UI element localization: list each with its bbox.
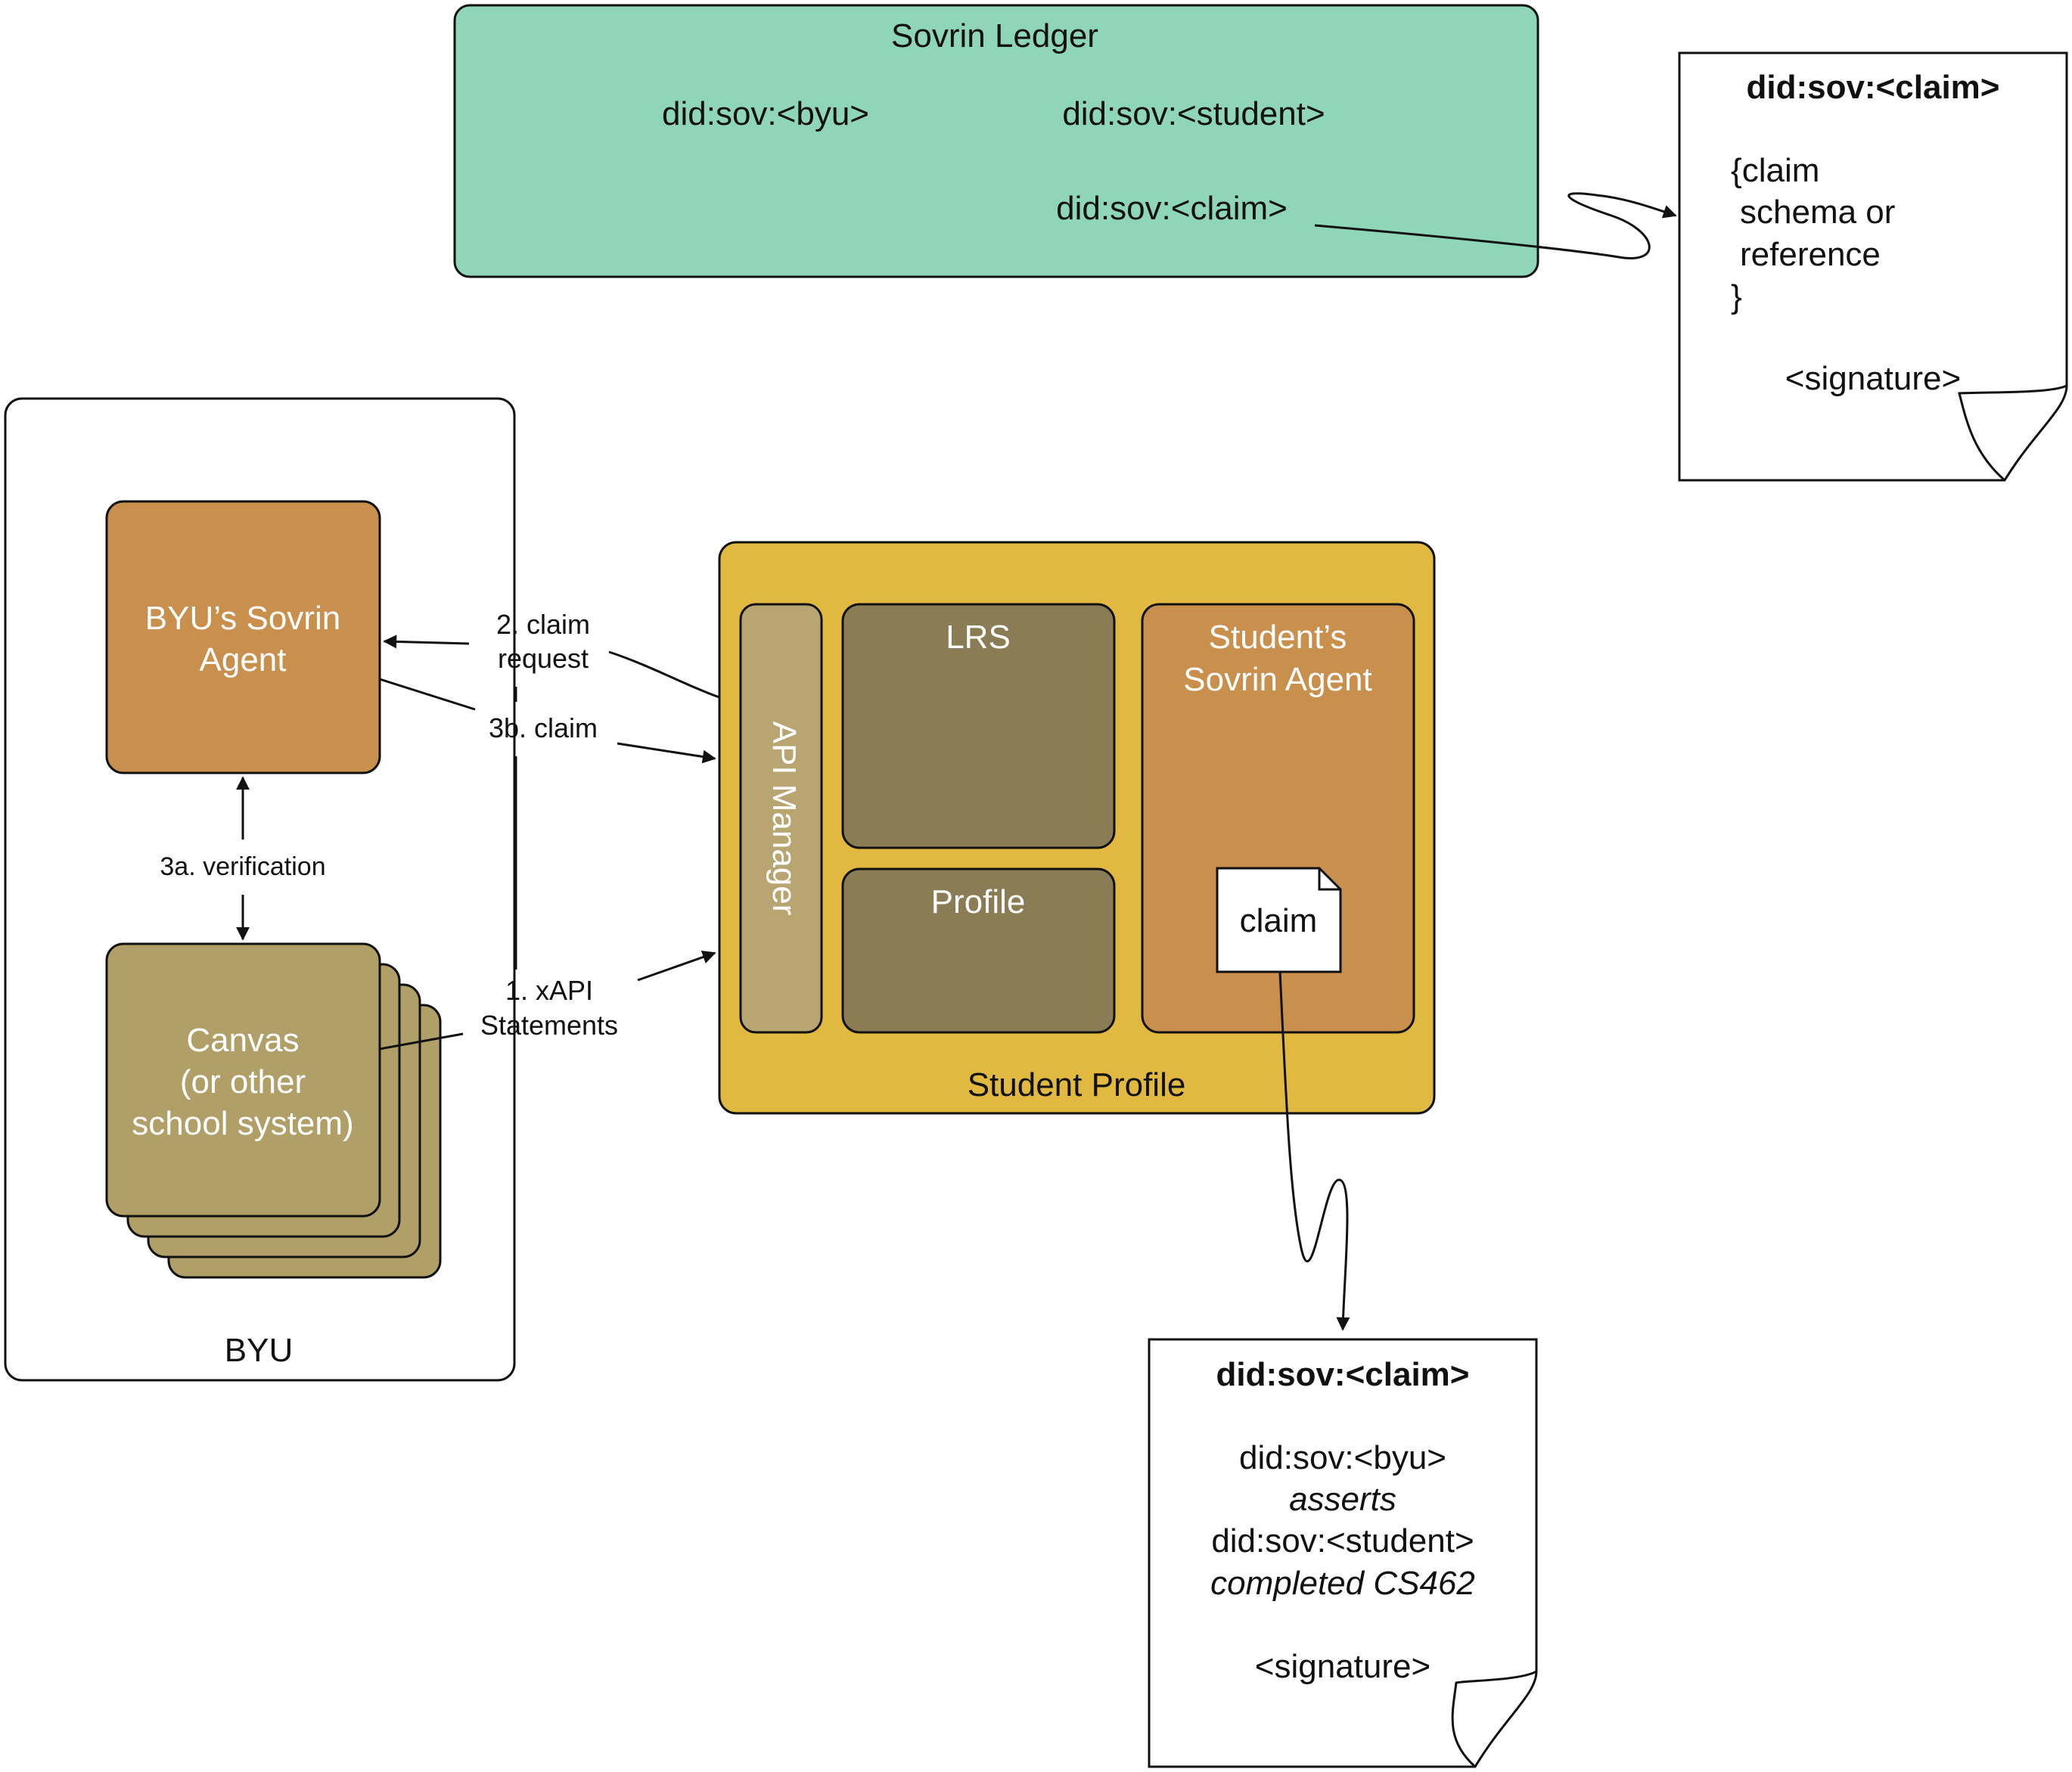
doc-bottom-line4: completed CS462 <box>1210 1565 1475 1602</box>
doc-top-title: did:sov:<claim> <box>1746 69 1999 106</box>
ledger-did-student: did:sov:<student> <box>1062 95 1325 132</box>
claim-document-bottom-fold <box>1451 1670 1537 1768</box>
ledger-to-doc-connector <box>1314 192 1677 259</box>
profile-box <box>841 867 1116 1034</box>
byu-agent-label-line1: BYU’s Sovrin <box>145 600 340 637</box>
sovrin-ledger: Sovrin Ledger did:sov:<byu> did:sov:<stu… <box>453 4 1539 278</box>
canvas-label-line3: school system) <box>132 1105 353 1142</box>
claim-document-bottom: did:sov:<claim> did:sov:<byu> asserts di… <box>1148 1338 1538 1768</box>
doc-top-line3: reference <box>1740 236 1881 273</box>
xapi-line-start <box>379 1032 464 1050</box>
claim-request-label-line1: 2. claim <box>496 609 590 640</box>
xapi-label-line2: Statements <box>480 1010 618 1041</box>
doc-top-line1: {claim <box>1731 152 1819 189</box>
claim-3b-line-start <box>379 678 476 711</box>
xapi-label-line1: 1. xAPI <box>505 975 593 1006</box>
sovrin-ledger-title: Sovrin Ledger <box>891 17 1098 54</box>
doc-top-line2: schema or <box>1740 194 1895 231</box>
ledger-did-byu: did:sov:<byu> <box>662 95 869 132</box>
student-sovrin-agent-box <box>1141 603 1415 1034</box>
doc-top-line4: } <box>1731 278 1742 315</box>
lrs-box <box>841 603 1116 849</box>
profile-label: Profile <box>931 883 1026 920</box>
student-profile: Student Profile API Manager LRS Profile … <box>718 541 1436 1115</box>
claim-request-arrow <box>608 650 720 699</box>
claim-small-document-fold <box>1318 868 1340 891</box>
canvas-box <box>105 942 381 1218</box>
verification-label: 3a. verification <box>160 852 325 881</box>
student-agent-label-line2: Sovrin Agent <box>1183 661 1372 698</box>
student-profile-label: Student Profile <box>968 1066 1186 1103</box>
doc-bottom-line3: did:sov:<student> <box>1211 1522 1474 1559</box>
sovrin-ledger-box <box>453 4 1539 278</box>
doc-bottom-signature: <signature> <box>1255 1648 1431 1685</box>
claim-request-arrow-head <box>383 635 470 649</box>
doc-bottom-line1: did:sov:<byu> <box>1239 1439 1446 1476</box>
doc-bottom-title: did:sov:<claim> <box>1216 1356 1469 1393</box>
xapi-arrow <box>637 950 716 982</box>
claim-request-label-line2: request <box>498 643 589 674</box>
canvas-label-line1: Canvas <box>186 1022 299 1059</box>
byu-agent-label-line2: Agent <box>200 641 287 678</box>
student-agent-label-line1: Student’s <box>1209 619 1347 656</box>
api-manager-box <box>739 603 823 1034</box>
doc-bottom-line2: asserts <box>1289 1481 1396 1518</box>
canvas-label-line2: (or other <box>180 1063 306 1100</box>
doc-top-signature: <signature> <box>1785 360 1961 397</box>
claim-small-document-shape <box>1216 867 1342 973</box>
lrs-label: LRS <box>946 619 1011 656</box>
ledger-did-claim: did:sov:<claim> <box>1056 190 1288 227</box>
claim-document-top-fold <box>1958 384 2067 482</box>
byu-container: BYU BYU’s Sovrin Agent Canvas (or other … <box>4 397 516 1382</box>
claim-3b-label: 3b. claim <box>489 712 598 743</box>
claim-small-label: claim <box>1240 902 1318 939</box>
claim-to-doc-connector <box>1278 971 1350 1331</box>
claim-3b-arrow <box>617 742 716 764</box>
claim-document-top: did:sov:<claim> {claim schema or referen… <box>1678 51 2068 482</box>
api-manager-label: API Manager <box>766 722 803 916</box>
byu-label: BYU <box>225 1332 293 1369</box>
byu-sovrin-agent-box <box>105 500 381 774</box>
